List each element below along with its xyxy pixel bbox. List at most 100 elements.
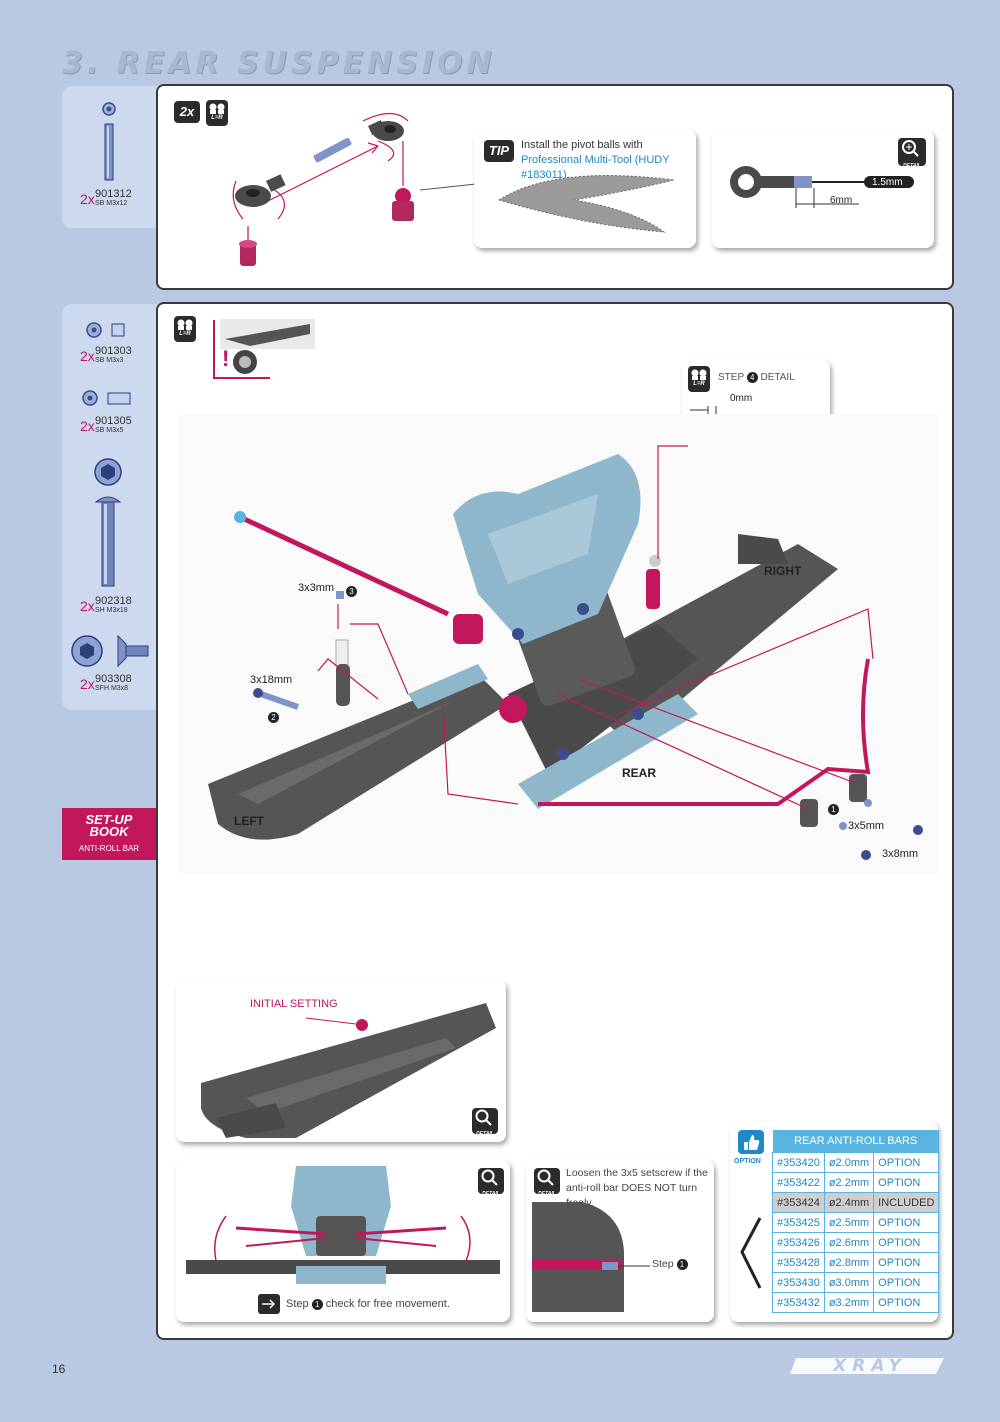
tip-card: TIP Install the pivot balls with Profess… xyxy=(474,130,696,248)
option-label: OPTION xyxy=(734,1158,761,1165)
setup-book-tag[interactable]: SET-UP BOOK ANTI-ROLL BAR xyxy=(62,808,156,860)
part-number-cell: #353430 xyxy=(772,1272,825,1293)
check-movement-icon xyxy=(258,1294,280,1314)
anti-roll-bar-movement-illustration xyxy=(186,1166,500,1284)
part-qty: 2x xyxy=(80,676,95,692)
rear-suspension-exploded-illustration xyxy=(178,414,938,874)
brand-name: XRAY xyxy=(833,1356,907,1376)
loosen-setscrew-card: DETAIL Loosen the 3x5 setscrew if the an… xyxy=(526,1160,714,1322)
part-code: 901312 xyxy=(95,188,132,200)
screw-3x8-label: 3x8mm xyxy=(882,848,919,860)
screw-3x3-label: 3x3mm xyxy=(298,582,335,594)
ball-end-tool-illustration xyxy=(730,166,914,208)
part-desc: SB M3x12 xyxy=(95,200,128,207)
check-movement-instruction: check for free movement. xyxy=(325,1298,450,1310)
initial-setting-card: INITIAL SETTING DETAIL xyxy=(176,980,506,1142)
diameter-cell: ø2.5mm xyxy=(823,1212,875,1233)
step-detail-label: STEP xyxy=(718,372,744,383)
detail-card-ball-end: DETAIL 1.5mm 6mm xyxy=(712,130,934,248)
tip-badge: TIP xyxy=(484,140,514,162)
step-panel-2: L=R ! L=R STEP 4 DETAIL 0mm xyxy=(156,302,954,1340)
part-code: 902318 xyxy=(95,595,132,607)
screw-m3x8-flathead-icon xyxy=(71,634,149,668)
left-right-same-icon: L=R xyxy=(206,100,228,126)
screw-m3x12-icon xyxy=(102,102,116,181)
part-desc: SH M3x18 xyxy=(95,607,128,614)
step-detail-heading: STEP 4 DETAIL xyxy=(718,372,795,383)
lr-label: L=R xyxy=(211,115,223,121)
svg-text:!: ! xyxy=(222,346,229,371)
anti-roll-bar-shape-icon xyxy=(740,1217,762,1289)
setup-book-title-2: BOOK xyxy=(89,824,129,839)
status-cell: OPTION xyxy=(873,1172,940,1193)
part-number-cell: #353432 xyxy=(772,1292,825,1313)
screw-m3x18-icon xyxy=(94,458,122,587)
magnifier-detail-icon: DETAIL xyxy=(478,1168,504,1197)
step-number-badge: 1 xyxy=(676,1259,688,1270)
left-side-label: LEFT xyxy=(234,814,264,828)
parts-box-top: 2x 901312 SB M3x12 xyxy=(62,86,158,228)
status-cell: OPTION xyxy=(873,1292,940,1313)
part-desc: SFH M3x8 xyxy=(95,685,129,692)
diameter-cell: ø2.0mm xyxy=(823,1152,875,1173)
part-qty: 2x xyxy=(80,598,95,614)
tip-tool-link[interactable]: Professional Multi-Tool (HUDY #183011) xyxy=(521,154,670,181)
tip-text-plain: Install the pivot balls with xyxy=(521,139,643,151)
part-number-cell: #353428 xyxy=(772,1252,825,1273)
part-number-cell: #353426 xyxy=(772,1232,825,1253)
part-qty: 2x xyxy=(80,191,95,207)
check-step-label: Step xyxy=(286,1298,309,1310)
diameter-cell: ø3.0mm xyxy=(823,1272,875,1293)
status-cell: OPTION xyxy=(873,1272,940,1293)
part-number-cell: #353422 xyxy=(772,1172,825,1193)
car-position-thumbnail: ! xyxy=(213,319,315,379)
pivot-ball-assembly-illustration xyxy=(232,112,414,266)
lr-label: L=R xyxy=(179,331,191,337)
step-number-badge: 4 xyxy=(746,372,758,383)
setup-book-title-1: SET-UP xyxy=(85,812,133,827)
page-title: 3. REAR SUSPENSION xyxy=(62,46,496,81)
part-qty: 2x xyxy=(80,348,95,364)
magnifier-detail-icon: DETAIL xyxy=(898,138,926,169)
status-cell: INCLUDED xyxy=(873,1192,940,1213)
left-right-same-icon: L=R xyxy=(688,366,710,392)
part-number-cell: #353420 xyxy=(772,1152,825,1173)
setup-book-subtitle: ANTI-ROLL BAR xyxy=(78,844,140,853)
setscrew-detail-illustration xyxy=(532,1202,650,1312)
diameter-cell: ø2.8mm xyxy=(823,1252,875,1273)
diameter-cell: ø3.2mm xyxy=(823,1292,875,1313)
xray-brand-logo: XRAY xyxy=(790,1354,950,1378)
diameter-cell: ø2.4mm xyxy=(823,1192,875,1213)
magnifier-detail-icon: DETAIL xyxy=(534,1168,560,1197)
step-1-badge: 1 xyxy=(828,804,839,815)
table-title: REAR ANTI-ROLL BARS xyxy=(772,1130,939,1153)
check-movement-text: Step 1 check for free movement. xyxy=(286,1298,450,1310)
lr-label: L=R xyxy=(693,381,705,387)
setscrew-step-label: Step xyxy=(652,1258,674,1270)
part-code: 901305 xyxy=(95,415,132,427)
diameter-cell: ø2.6mm xyxy=(823,1232,875,1253)
part-desc: SB M3x5 xyxy=(95,427,124,434)
lower-arm-initial-setting-illustration xyxy=(201,1003,496,1138)
detail-label: DETAIL xyxy=(482,1191,500,1197)
magnifier-detail-icon: DETAIL xyxy=(472,1108,498,1137)
part-qty: 2x xyxy=(80,418,95,434)
detail-label: DETAIL xyxy=(903,163,921,169)
multi-tool-icon xyxy=(497,175,675,233)
step-number-badge: 1 xyxy=(311,1299,323,1310)
tool-size-label: 1.5mm xyxy=(872,177,903,188)
connector-line xyxy=(420,183,477,191)
status-cell: OPTION xyxy=(873,1252,940,1273)
detail-label: DETAIL xyxy=(476,1131,494,1137)
part-code: 901303 xyxy=(95,345,132,357)
tip-text: Install the pivot balls with Professiona… xyxy=(521,138,693,183)
part-desc: SB M3x3 xyxy=(95,357,124,364)
setscrew-step-callout: Step 1 xyxy=(652,1258,688,1270)
